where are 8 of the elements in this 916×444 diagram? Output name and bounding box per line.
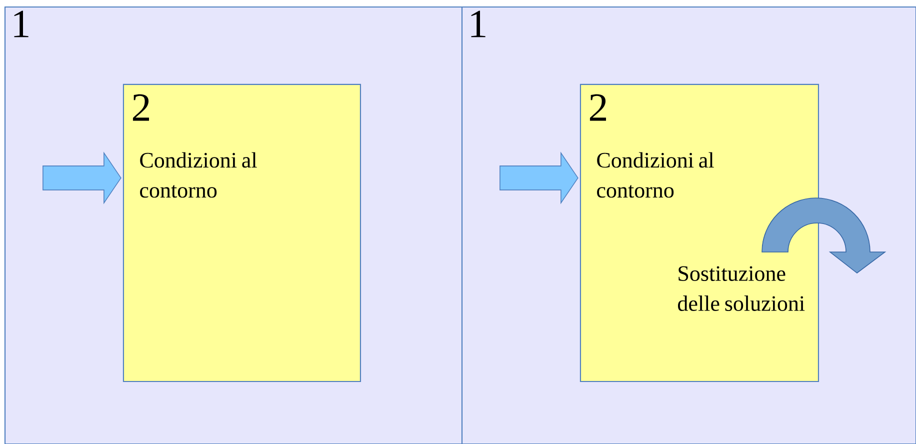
curved-arrow — [762, 198, 886, 274]
box-text: Condizioni al contorno — [140, 152, 257, 198]
number-label: 1 — [14, 10, 28, 38]
number-label: 2 — [132, 94, 149, 121]
box-text: Sostituzione delle soluzioni — [678, 266, 805, 311]
number-label: 2 — [590, 94, 606, 121]
box-text: Condizioni al contorno — [597, 152, 714, 198]
number-label: 1 — [471, 10, 486, 38]
